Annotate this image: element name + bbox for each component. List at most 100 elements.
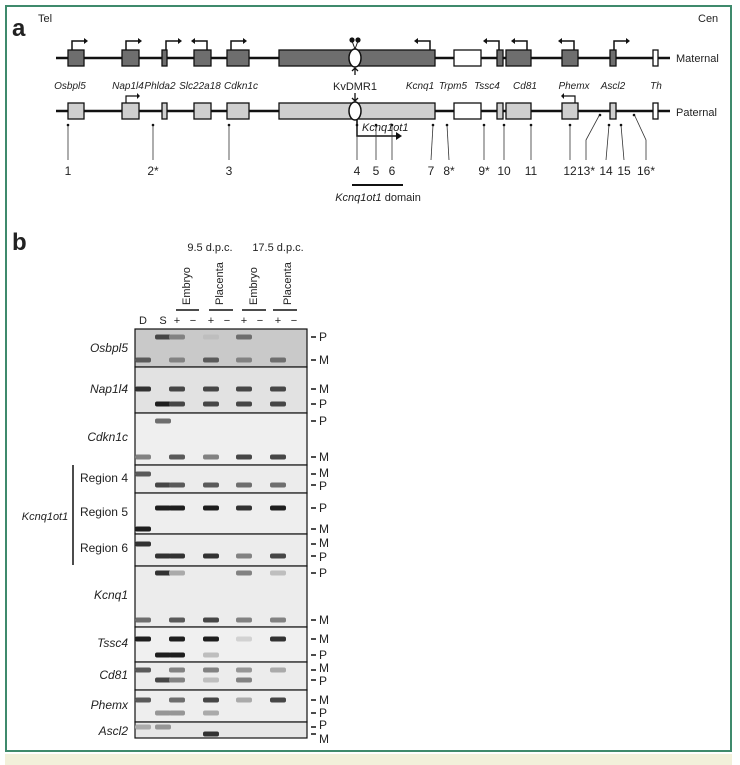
allele-label-M: M xyxy=(319,693,329,707)
arrowhead-icon xyxy=(511,38,515,44)
gel-band xyxy=(169,505,185,511)
gel-band xyxy=(169,652,185,658)
gel-band xyxy=(203,505,219,511)
kvdmr1-paternal-oval xyxy=(348,101,362,121)
paternal-gene-box xyxy=(453,102,482,120)
gene-label: Phemx xyxy=(558,81,590,92)
region-number: 6 xyxy=(389,164,396,178)
gel-gene-label: Osbpl5 xyxy=(90,341,128,355)
gel-band xyxy=(236,386,252,392)
region-number: 15 xyxy=(617,164,631,178)
maternal-gene-box xyxy=(505,49,532,67)
kvdmr1-up-arrow xyxy=(351,67,359,75)
gel-band xyxy=(135,357,151,363)
gel-band xyxy=(135,724,151,730)
lane-label: − xyxy=(224,315,230,327)
gel-gene-label: Region 4 xyxy=(80,471,128,485)
gel-band xyxy=(203,334,219,340)
maternal-gene-box xyxy=(193,49,212,67)
gel-band xyxy=(135,636,151,642)
lane-label: + xyxy=(208,315,214,327)
gel-panel-6 xyxy=(134,565,308,628)
allele-label-M: M xyxy=(319,632,329,646)
gene-label: Cd81 xyxy=(513,81,537,92)
allele-label-M: M xyxy=(319,522,329,536)
gene-label: Tssc4 xyxy=(474,81,500,92)
region-pointer-line xyxy=(585,113,601,160)
gel-band xyxy=(169,454,185,460)
gel-band xyxy=(155,418,171,424)
paternal-gene-box xyxy=(121,102,140,120)
paternal-label: Paternal xyxy=(676,107,717,119)
gel-band xyxy=(270,454,286,460)
gel-band xyxy=(135,617,151,623)
arrowhead-icon xyxy=(414,38,418,44)
gel-band xyxy=(155,334,171,340)
gel-band xyxy=(236,677,252,683)
region-number: 12 xyxy=(563,164,577,178)
panel-b-label: b xyxy=(12,229,27,256)
allele-label-P: P xyxy=(319,566,327,580)
gel-band xyxy=(270,482,286,488)
gel-band xyxy=(135,471,151,477)
gene-label: Trpm5 xyxy=(439,81,468,92)
transcription-start-arrow xyxy=(515,40,528,50)
allele-label-P: P xyxy=(319,414,327,428)
gel-band xyxy=(270,553,286,559)
pointer-tip xyxy=(355,123,359,127)
pointer-tip xyxy=(502,123,506,127)
gel-gene-label: Kcnq1 xyxy=(94,588,128,602)
arrowhead-icon xyxy=(137,93,140,99)
arrowhead-icon xyxy=(561,93,564,99)
gel-band xyxy=(155,724,171,730)
region-number: 13* xyxy=(577,164,595,178)
allele-label-P: P xyxy=(319,479,327,493)
gel-band xyxy=(169,401,185,407)
tissue-label: Embryo xyxy=(248,267,260,305)
allele-label-P: P xyxy=(319,718,327,732)
region-number: 16* xyxy=(637,164,655,178)
lane-label: D xyxy=(139,315,147,327)
gel-band xyxy=(135,454,151,460)
gel-gene-label: Ascl2 xyxy=(98,724,129,738)
gel-band xyxy=(203,731,219,737)
gel-band xyxy=(203,652,219,658)
kvdmr1-down-arrow xyxy=(351,93,359,102)
region-pointer-line xyxy=(446,124,450,161)
gel-band xyxy=(155,652,171,658)
maternal-gene-box xyxy=(496,49,504,67)
gel-panel-5 xyxy=(134,533,308,567)
region-pointer-line xyxy=(620,124,625,161)
gene-label: Ascl2 xyxy=(600,81,626,92)
gel-band xyxy=(203,697,219,703)
lane-label: + xyxy=(241,315,247,327)
gel-band xyxy=(236,570,252,576)
pointer-tip xyxy=(529,123,533,127)
gel-band xyxy=(169,710,185,716)
transcription-start-arrow xyxy=(165,40,178,50)
gel-band xyxy=(236,553,252,559)
arrowhead-icon xyxy=(626,38,630,44)
maternal-gene-box xyxy=(561,49,579,67)
allele-label-P: P xyxy=(319,674,327,688)
transcription-start-arrow xyxy=(487,40,500,50)
gel-band xyxy=(203,617,219,623)
gene-label: Cdkn1c xyxy=(224,81,258,92)
paternal-gene-box xyxy=(161,102,168,120)
gel-band xyxy=(203,482,219,488)
paternal-gene-box xyxy=(226,102,250,120)
allele-label-P: P xyxy=(319,648,327,662)
paternal-gene-box xyxy=(652,102,659,120)
maternal-gene-box xyxy=(453,49,482,67)
gel-band xyxy=(270,401,286,407)
phemx-paternal-arrow xyxy=(564,95,576,103)
gel-band xyxy=(236,334,252,340)
gel-band xyxy=(236,401,252,407)
transcription-start-arrow xyxy=(613,40,626,50)
tissue-label: Embryo xyxy=(181,267,193,305)
gel-band xyxy=(135,667,151,673)
paternal-gene-box xyxy=(561,102,579,120)
transcription-start-arrow xyxy=(195,40,208,50)
gel-band xyxy=(169,697,185,703)
maternal-gene-box xyxy=(161,49,168,67)
